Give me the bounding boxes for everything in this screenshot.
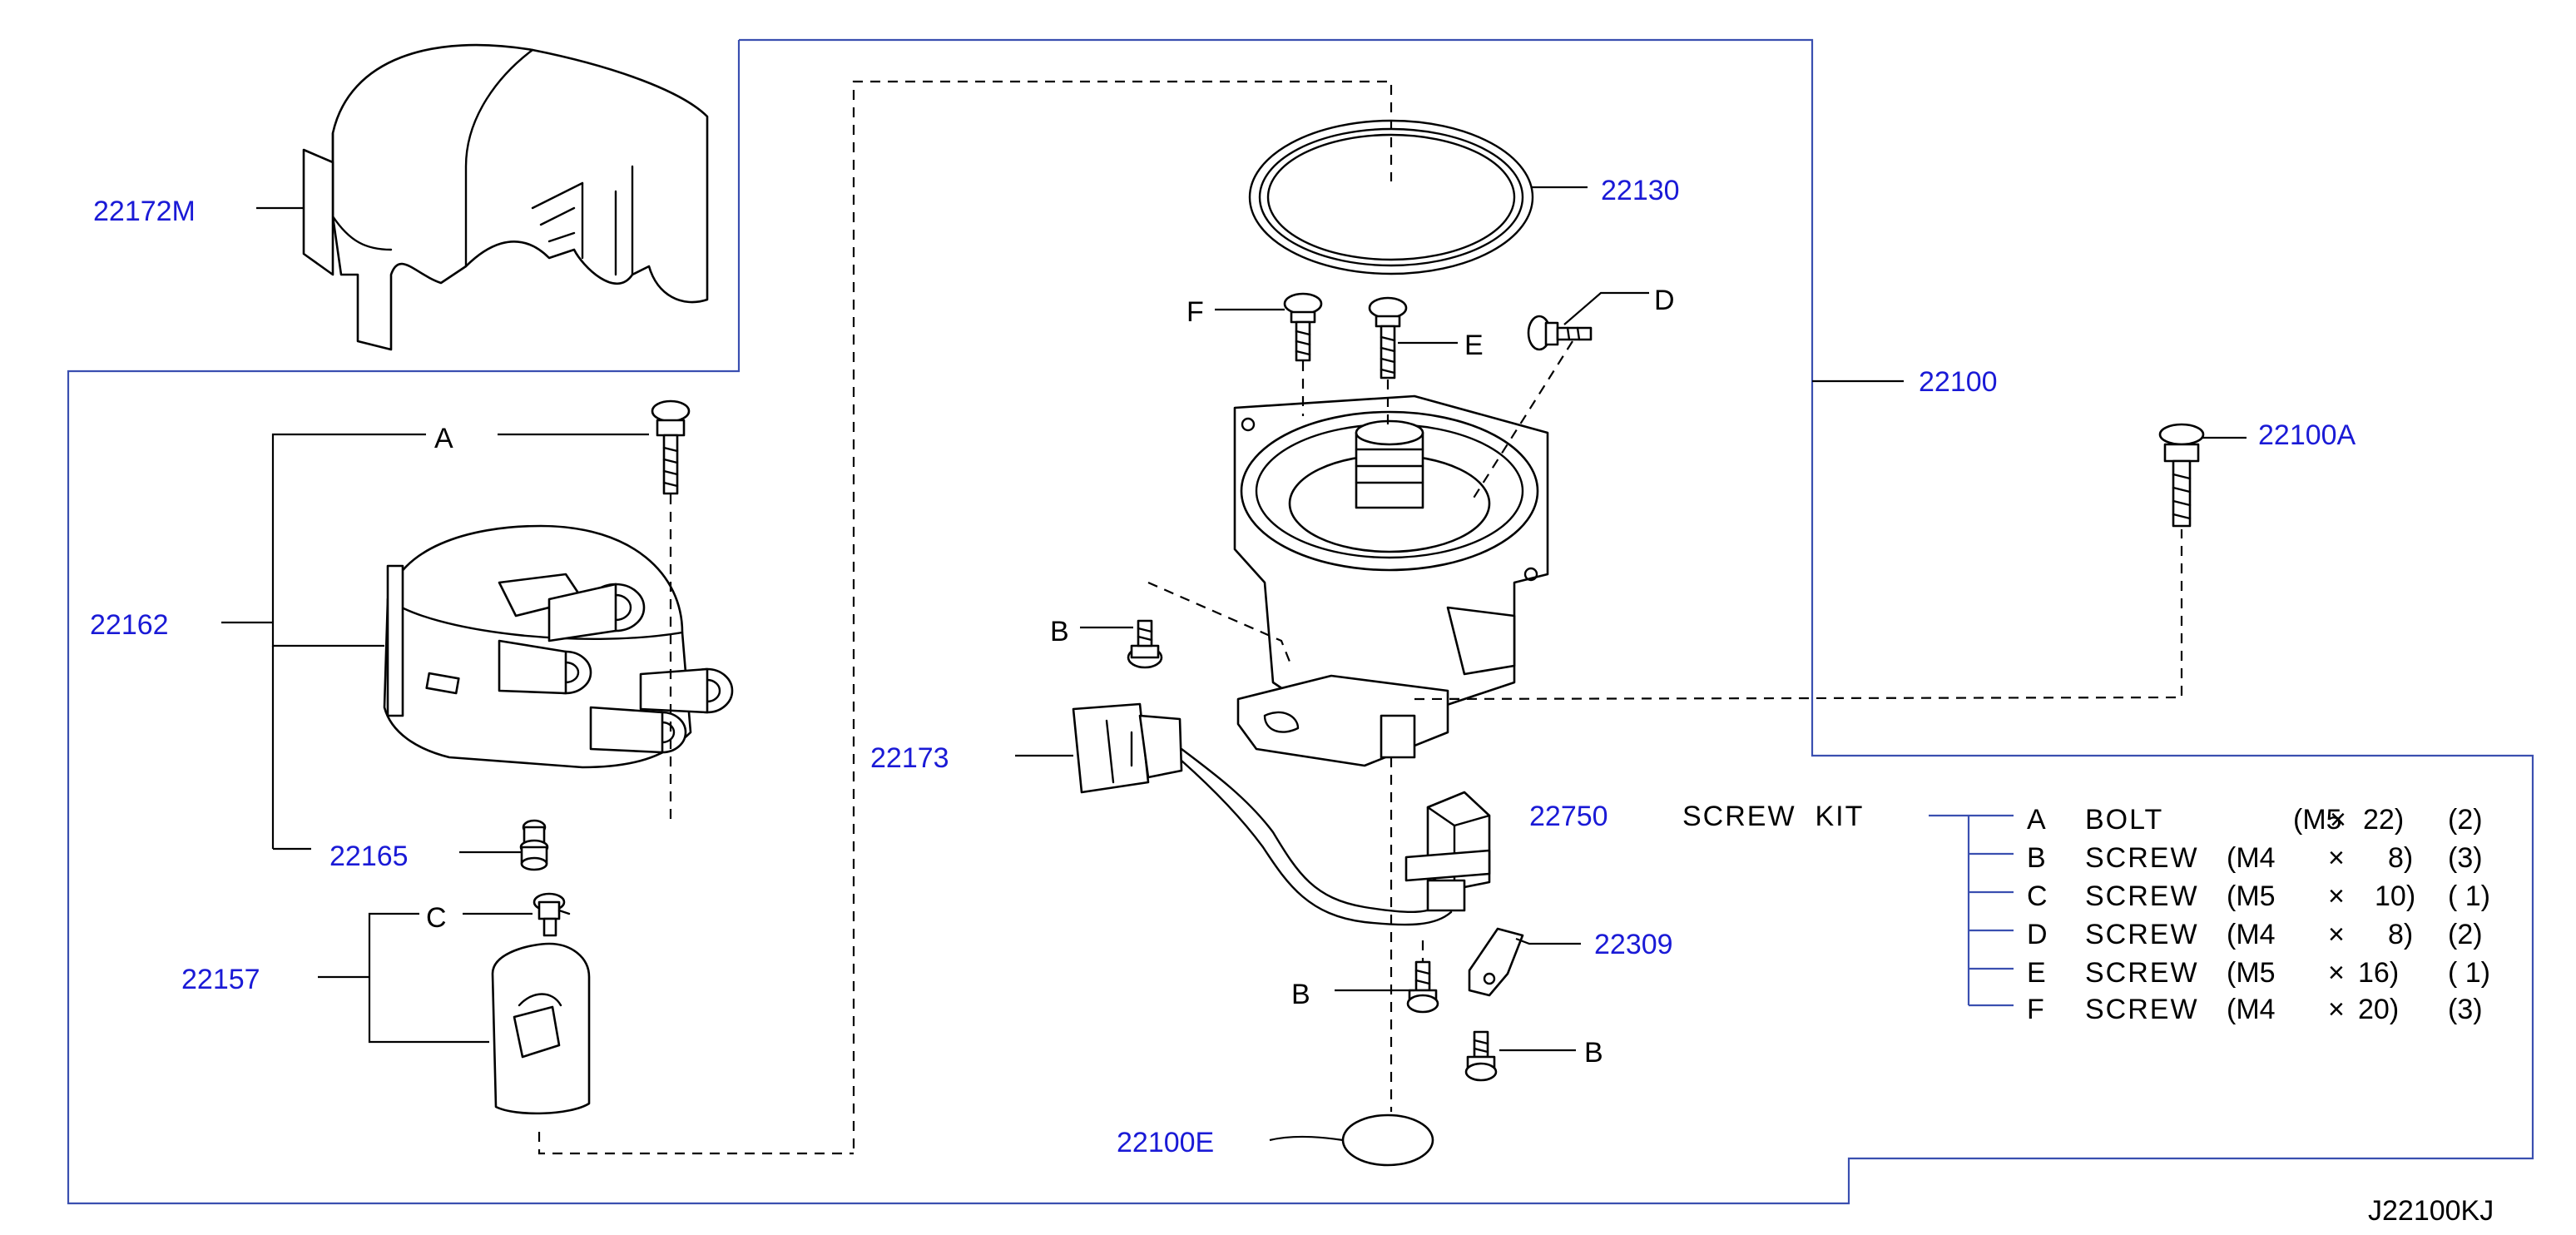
svg-text:×: × [2328,842,2345,874]
part-label-22173[interactable]: 22173 [870,742,949,774]
svg-text:(M5: (M5 [2227,880,2276,912]
bolt-22100A-part [2158,423,2205,528]
svg-text:8): 8) [2388,842,2413,874]
svg-text:×: × [2330,804,2346,836]
svg-text:×: × [2328,880,2345,912]
svg-text:(M4: (M4 [2227,994,2276,1025]
letter-label-A[interactable]: A [434,423,453,454]
part-label-22130[interactable]: 22130 [1601,175,1680,206]
part-label-22157[interactable]: 22157 [181,964,260,995]
screw-kit-title: SCREW KIT [1682,801,1864,832]
svg-text:20): 20) [2358,994,2399,1025]
svg-text:(3): (3) [2448,994,2483,1025]
rotor-tip-part [519,819,549,871]
seal-cap-22100E-part [1341,1113,1434,1167]
screw-D-part [1527,315,1593,351]
letter-label-E[interactable]: E [1464,330,1484,361]
part-label-22165[interactable]: 22165 [329,841,409,872]
screw-B-upper-part [1127,619,1163,669]
letter-label-B-upper[interactable]: B [1050,616,1069,647]
screw-kit-row: F SCREW (M4 × 20) (3) [2027,994,2483,1025]
screw-E-part [1368,296,1408,379]
bracket-22309-part [1468,927,1524,997]
svg-text:SCREW: SCREW [2085,842,2199,874]
svg-text:(M5: (M5 [2293,804,2342,836]
part-label-22172M[interactable]: 22172M [93,196,196,227]
ignition-module-part [1404,791,1491,912]
screw-B-lower-part [1464,1030,1498,1082]
part-label-22100A[interactable]: 22100A [2258,419,2356,451]
svg-text:×: × [2328,919,2345,950]
screw-kit-row: D SCREW (M4 × 8) (2) [2027,919,2483,950]
screw-C-part [533,892,571,937]
letter-label-F[interactable]: F [1186,296,1204,328]
screw-kit-row: A BOLT (M5 × 22) (2) [2027,804,2483,836]
svg-text:A: A [2027,804,2046,836]
screw-kit-bracket [1929,814,2014,1007]
svg-text:( 1): ( 1) [2448,880,2490,912]
distributor-cap-part [383,524,734,769]
svg-text:(M4: (M4 [2227,919,2276,950]
svg-text:10): 10) [2375,880,2415,912]
svg-text:(M5: (M5 [2227,957,2276,989]
svg-text:×: × [2328,994,2345,1025]
screw-kit-row: B SCREW (M4 × 8) (3) [2027,842,2483,874]
svg-text:BOLT: BOLT [2085,804,2163,836]
part-label-22100E[interactable]: 22100E [1117,1127,1214,1158]
letter-label-D[interactable]: D [1654,285,1675,316]
svg-text:(2): (2) [2448,919,2483,950]
svg-text:SCREW: SCREW [2085,880,2199,912]
svg-text:E: E [2027,957,2046,989]
svg-text:×: × [2328,957,2345,989]
part-label-22162[interactable]: 22162 [90,609,169,641]
screw-B-middle-part [1406,960,1439,1014]
letter-label-B-lower[interactable]: B [1584,1037,1603,1069]
screw-F-part [1283,292,1323,362]
screw-kit-row: C SCREW (M5 × 10) ( 1) [2027,880,2490,912]
part-label-22309[interactable]: 22309 [1594,929,1673,960]
distributor-body-part [1233,394,1549,767]
part-label-22750[interactable]: 22750 [1529,801,1608,832]
rotor-head-part [491,942,591,1115]
letter-label-C[interactable]: C [426,902,447,934]
assembly-frame [67,38,2534,1205]
wire-harness-connector-part [1072,702,1453,926]
svg-text:B: B [2027,842,2046,874]
svg-text:(M4: (M4 [2227,842,2276,874]
svg-text:D: D [2027,919,2048,950]
svg-text:16): 16) [2358,957,2399,989]
bolt-A-part [651,399,691,495]
letter-label-B-middle[interactable]: B [1291,979,1310,1010]
svg-text:(3): (3) [2448,842,2483,874]
svg-text:(2): (2) [2448,804,2483,836]
svg-text:F: F [2027,994,2044,1025]
svg-text:C: C [2027,880,2048,912]
diagram-code: J22100KJ [2368,1195,2494,1227]
svg-text:SCREW: SCREW [2085,957,2199,989]
assembly-dashed-lines [537,80,2183,1155]
screw-kit-row: E SCREW (M5 × 16) ( 1) [2027,957,2490,989]
svg-text:22): 22) [2363,804,2404,836]
distributor-cover-part [302,43,709,351]
part-label-22100[interactable]: 22100 [1919,366,1998,398]
svg-text:( 1): ( 1) [2448,957,2490,989]
svg-text:8): 8) [2388,919,2413,950]
svg-text:SCREW: SCREW [2085,919,2199,950]
svg-text:SCREW: SCREW [2085,994,2199,1025]
